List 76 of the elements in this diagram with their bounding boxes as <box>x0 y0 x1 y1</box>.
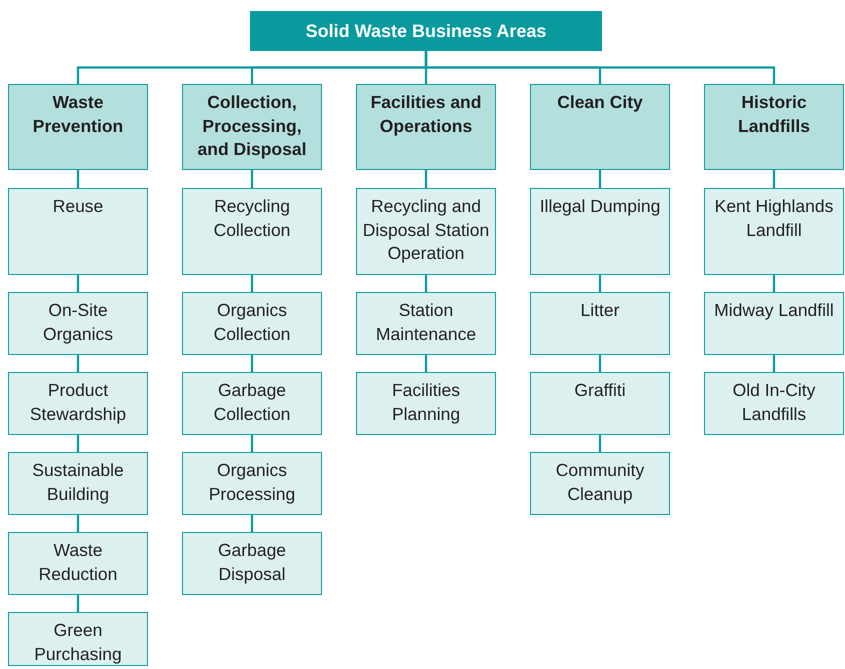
box-label: Clean City <box>557 91 643 114</box>
connector-line <box>772 355 776 372</box>
box-label: Kent Highlands Landfill <box>714 195 834 242</box>
box-label: Product Stewardship <box>28 379 128 426</box>
connector-line <box>76 355 80 372</box>
item-box <box>530 372 670 435</box>
box-label: Green Purchasing <box>33 619 123 666</box>
item-box <box>704 372 844 435</box>
item-box <box>704 292 844 355</box>
title-box <box>250 11 602 51</box>
box-label: Organics Processing <box>208 459 296 506</box>
item-box <box>8 532 148 595</box>
connector-line <box>76 595 80 612</box>
box-label: Recycling and Disposal Station Operation <box>362 195 490 266</box>
item-box <box>182 532 322 595</box>
connector-line <box>76 170 80 188</box>
box-label: Facilities and Operations <box>370 91 482 138</box>
connector-line <box>772 170 776 188</box>
box-label: Waste Reduction <box>38 539 118 586</box>
connector-line <box>598 355 602 372</box>
connector-line <box>598 435 602 452</box>
box-label: Old In-City Landfills <box>732 379 816 426</box>
item-box <box>182 292 322 355</box>
box-label: Recycling Collection <box>212 195 292 242</box>
item-box <box>182 452 322 515</box>
connector-line <box>772 275 776 292</box>
box-label: Midway Landfill <box>714 299 834 322</box>
box-label: Organics Collection <box>212 299 292 346</box>
connector-line <box>250 170 254 188</box>
box-label: Community Cleanup <box>554 459 646 506</box>
item-box <box>8 452 148 515</box>
item-box <box>182 188 322 275</box>
box-label: Waste Prevention <box>32 91 124 138</box>
connector-line <box>76 435 80 452</box>
connector-line <box>424 51 776 84</box>
category-box <box>356 84 496 170</box>
item-box <box>530 452 670 515</box>
connector-line <box>424 355 428 372</box>
connector-line <box>424 275 428 292</box>
item-box <box>704 188 844 275</box>
category-box <box>530 84 670 170</box>
box-label: Garbage Collection <box>212 379 292 426</box>
box-label: On-Site Organics <box>42 299 114 346</box>
item-box <box>356 372 496 435</box>
item-box <box>8 292 148 355</box>
box-label: Historic Landfills <box>737 91 811 138</box>
item-box <box>8 612 148 666</box>
category-box <box>182 84 322 170</box>
box-label: Reuse <box>52 195 104 218</box>
item-box <box>530 188 670 275</box>
box-label: Solid Waste Business Areas <box>306 20 546 43</box>
connector-line <box>250 275 254 292</box>
item-box <box>356 188 496 275</box>
box-label: Graffiti <box>574 379 626 402</box>
box-label: Litter <box>580 299 620 322</box>
connector-line <box>250 435 254 452</box>
item-box <box>8 372 148 435</box>
item-box <box>182 372 322 435</box>
box-label: Illegal Dumping <box>540 195 660 218</box>
category-box <box>704 84 844 170</box>
box-label: Sustainable Building <box>31 459 125 506</box>
connector-line <box>598 170 602 188</box>
connector-line <box>250 515 254 532</box>
box-label: Garbage Disposal <box>216 539 288 586</box>
category-box <box>8 84 148 170</box>
connector-line <box>250 355 254 372</box>
box-label: Facilities Planning <box>390 379 462 426</box>
connector-line <box>424 170 428 188</box>
box-label: Collection, Processing, and Disposal <box>196 91 308 162</box>
connector-line <box>76 515 80 532</box>
item-box <box>356 292 496 355</box>
item-box <box>530 292 670 355</box>
item-box <box>8 188 148 275</box>
connector-line <box>598 275 602 292</box>
box-label: Station Maintenance <box>374 299 478 346</box>
connector-line <box>76 275 80 292</box>
